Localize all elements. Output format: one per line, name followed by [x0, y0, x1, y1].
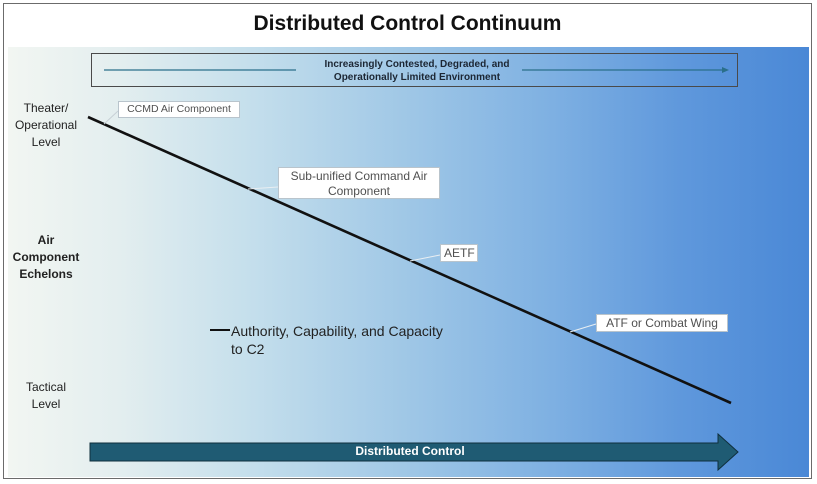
- atf-combat-wing-callout: ATF or Combat Wing: [596, 314, 728, 332]
- environment-box: Increasingly Contested, Degraded, and Op…: [91, 53, 738, 87]
- echelons-label-line3: Echelons: [19, 267, 73, 281]
- aetf-callout: AETF: [440, 244, 478, 262]
- air-component-echelons-label: Air Component Echelons: [4, 232, 88, 283]
- tactical-label-line2: Level: [31, 397, 61, 411]
- slide-frame: Distributed Control Continuum: [3, 3, 812, 479]
- legend-label-line1: Authority, Capability, and Capacity: [231, 323, 443, 339]
- theater-operational-level-label: Theater/ Operational Level: [4, 100, 88, 151]
- gradient-panel: [8, 47, 809, 477]
- atf-leader-line: [569, 323, 597, 333]
- subunified-command-callout: Sub-unified Command Air Component: [278, 167, 440, 199]
- legend-label-line2: to C2: [231, 341, 265, 357]
- echelons-label-line1: Air: [37, 233, 55, 247]
- environment-label: Increasingly Contested, Degraded, and Op…: [312, 58, 522, 84]
- environment-arrowhead: [722, 67, 729, 73]
- subunified-callout-line2: Component: [327, 184, 391, 198]
- environment-label-line2: Operationally Limited Environment: [333, 72, 501, 83]
- echelons-label-line2: Component: [12, 250, 80, 264]
- continuum-line: [87, 115, 732, 405]
- diagram-title: Distributed Control Continuum: [253, 12, 562, 35]
- legend-line-swatch: [210, 329, 230, 331]
- distributed-control-arrow: [89, 432, 739, 472]
- subunified-callout-line1: Sub-unified Command Air: [290, 169, 428, 183]
- subunified-leader-line: [247, 186, 279, 190]
- ccmd-air-component-callout: CCMD Air Component: [118, 101, 240, 118]
- aetf-leader-line: [409, 254, 441, 262]
- environment-label-line1: Increasingly Contested, Degraded, and: [324, 59, 510, 70]
- theater-label-line2: Operational: [14, 118, 78, 132]
- legend-label: Authority, Capability, and Capacity to C…: [231, 322, 491, 358]
- theater-label-line3: Level: [31, 135, 61, 149]
- tactical-level-label: Tactical Level: [4, 379, 88, 413]
- tactical-label-line1: Tactical: [25, 380, 66, 394]
- theater-label-line1: Theater/: [23, 101, 69, 115]
- distributed-control-label: Distributed Control: [355, 444, 465, 458]
- ccmd-leader-line: [103, 110, 119, 125]
